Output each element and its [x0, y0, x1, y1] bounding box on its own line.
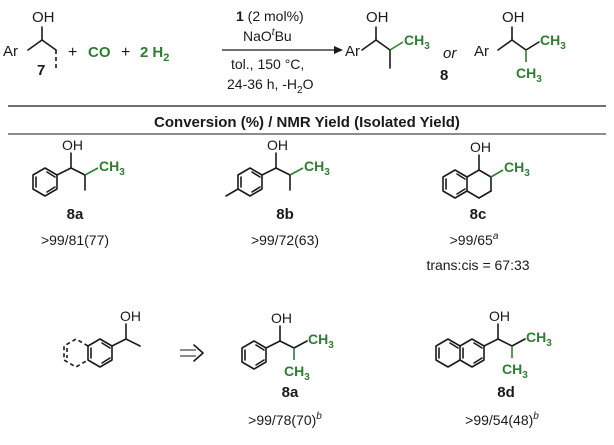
reactant-number: 7: [37, 62, 45, 79]
compound-id: 8a: [282, 384, 299, 401]
compound-8c-structure: OH CH3: [442, 139, 530, 199]
svg-text:CH3: CH3: [304, 158, 330, 178]
compound-8b-structure: OH CH3: [225, 137, 330, 197]
base-label: NaOtBu: [243, 27, 292, 44]
svg-text:Ar: Ar: [474, 43, 489, 60]
svg-text:Ar: Ar: [345, 43, 360, 60]
transform-arrow: [180, 344, 204, 362]
reactant-7-structure: OH Ar 7: [3, 9, 57, 79]
h2-subscript: 2: [163, 52, 169, 64]
solvent-temp: tol., 150 °C,: [231, 56, 304, 72]
trans-cis-ratio: trans:cis = 67:33: [426, 257, 529, 273]
plus-sign: +: [68, 44, 77, 61]
reaction-arrow: 1 (2 mol%) NaOtBu tol., 150 °C, 24-36 h,…: [222, 8, 343, 96]
svg-text:CH3: CH3: [526, 329, 552, 349]
compound-id: 8c: [470, 206, 487, 223]
or-label: or: [443, 45, 457, 62]
svg-text:OH: OH: [366, 9, 389, 26]
table-header: Conversion (%) / NMR Yield (Isolated Yie…: [154, 114, 460, 131]
svg-text:CH3: CH3: [502, 361, 528, 381]
product-structure-linear: OH Ar CH3: [345, 9, 430, 69]
compound-yield: >99/78(70)b: [248, 411, 322, 428]
compound-8a-structure: OH CH3: [32, 137, 125, 197]
catalyst-number: 1: [236, 8, 244, 24]
svg-text:CH3: CH3: [504, 159, 530, 179]
compound-id: 8b: [276, 206, 294, 223]
svg-text:OH: OH: [489, 308, 510, 324]
compound-8a-branched-structure: OH CH3 CH3: [241, 310, 334, 383]
svg-text:CH3: CH3: [99, 158, 125, 178]
time-water: 24-36 h, -H2O: [227, 76, 314, 96]
ar-label: Ar: [3, 43, 18, 60]
oh-label: OH: [32, 9, 55, 26]
compound-yield: >99/54(48)b: [465, 411, 539, 428]
product-number: 8: [440, 67, 448, 84]
compound-8d-structure: OH CH3 CH3: [435, 308, 552, 381]
svg-text:CH3: CH3: [540, 32, 566, 52]
svg-text:OH: OH: [271, 310, 292, 326]
svg-text:CH3: CH3: [516, 65, 542, 85]
svg-text:OH: OH: [120, 308, 141, 324]
svg-text:OH: OH: [470, 139, 491, 155]
catalyst-loading: 1 (2 mol%): [236, 8, 304, 24]
ch3-label: CH3: [404, 32, 430, 52]
svg-text:OH: OH: [267, 137, 288, 153]
svg-text:OH: OH: [502, 9, 525, 26]
co-reagent: CO: [88, 44, 111, 61]
h2-symbol: H: [152, 44, 163, 61]
compound-yield: >99/81(77): [41, 232, 109, 248]
svg-text:CH3: CH3: [308, 331, 334, 351]
catalyst-mol: (2 mol%): [244, 8, 304, 24]
svg-text:CH3: CH3: [284, 363, 310, 383]
compound-id: 8a: [67, 206, 84, 223]
product-structure-branched: OH Ar CH3 CH3: [474, 9, 566, 85]
plus-sign: +: [121, 44, 130, 61]
compound-yield: >99/65a: [450, 231, 499, 248]
compound-id: 8d: [497, 384, 515, 401]
svg-text:OH: OH: [62, 137, 83, 153]
h2-coefficient: 2: [140, 44, 148, 61]
substrate-structure: OH: [63, 308, 141, 368]
compound-yield: >99/72(63): [251, 232, 319, 248]
